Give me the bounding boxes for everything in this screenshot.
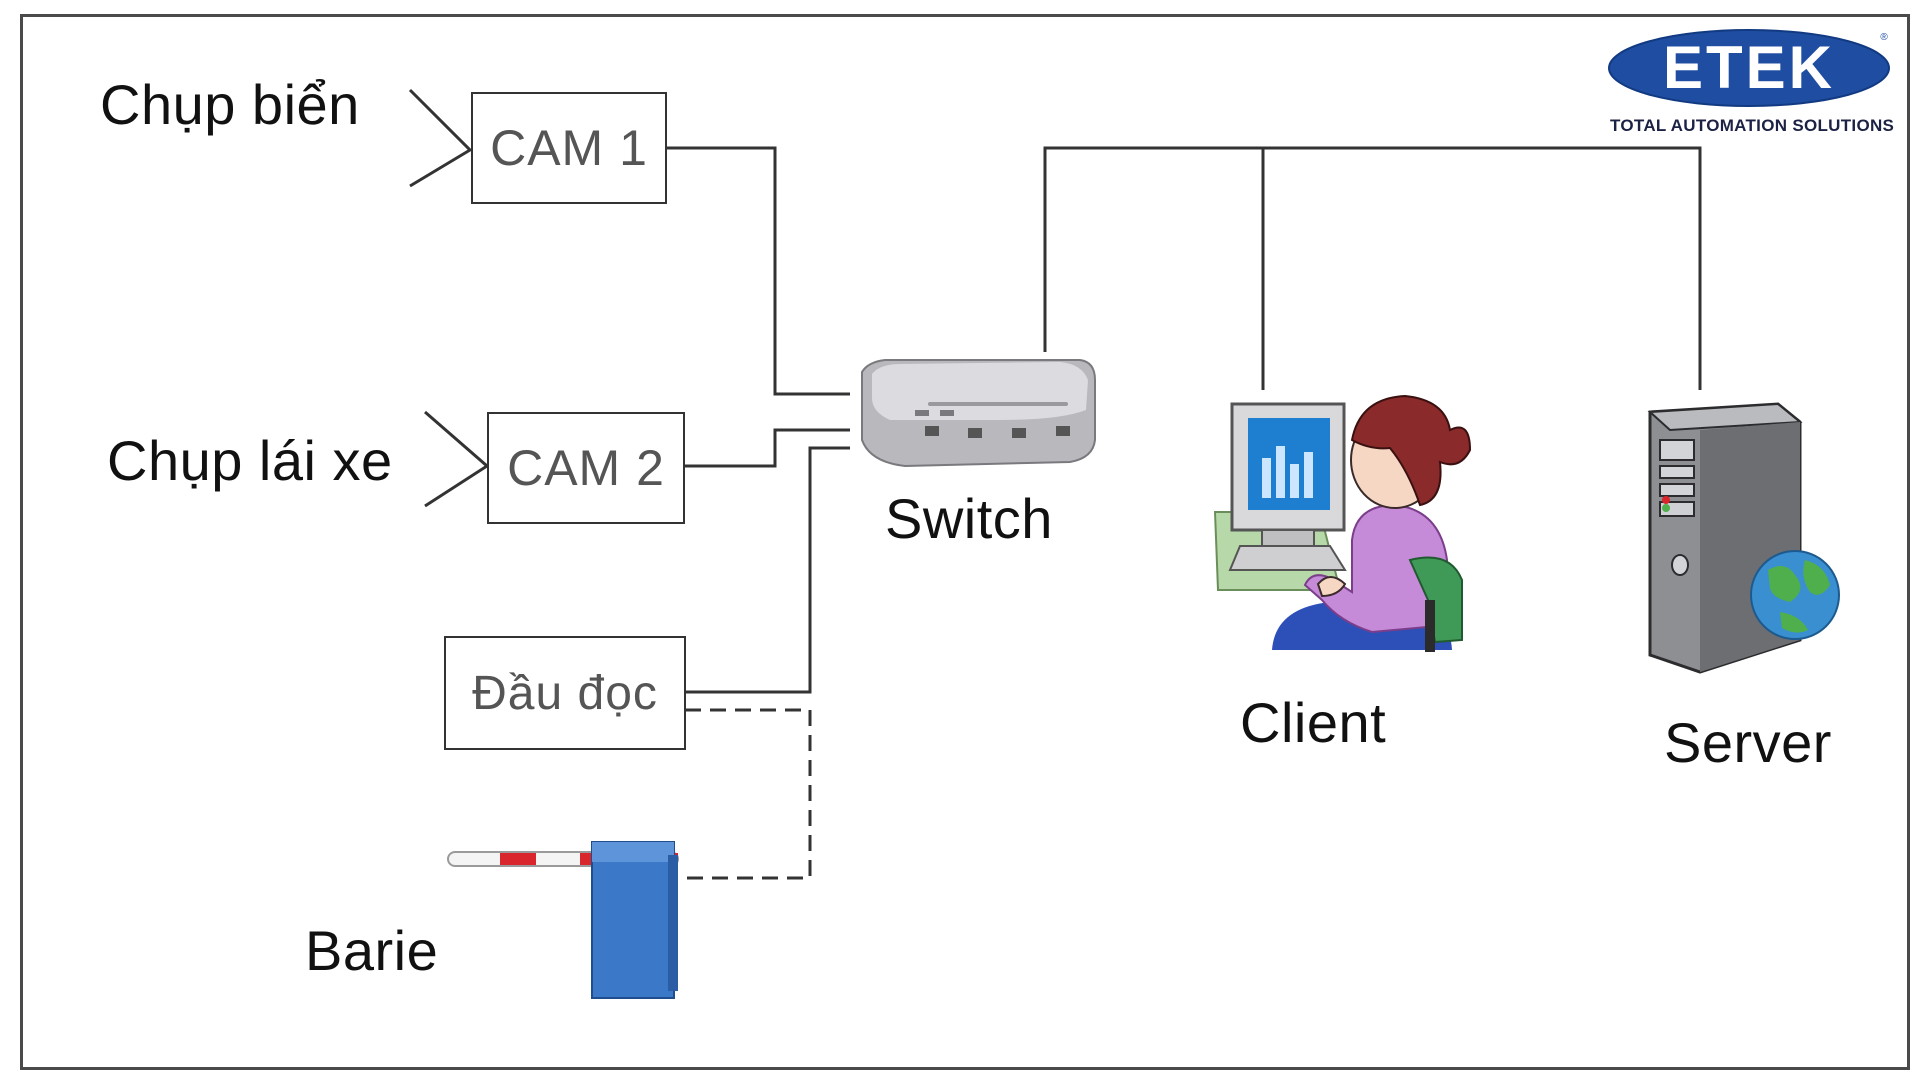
- reader-to-barrier-dashed-line: [670, 708, 812, 880]
- cam1-label: CAM 1: [490, 120, 648, 176]
- barrier-gate-icon: [447, 841, 679, 999]
- barrier-label: Barie: [305, 919, 439, 982]
- switch-label: Switch: [885, 487, 1053, 550]
- cam2-capture-arrow: [424, 410, 490, 508]
- cam2-box: CAM 2: [487, 412, 685, 524]
- logo-wordmark: ETEK: [1663, 34, 1835, 101]
- brand-tagline: TOTAL AUTOMATION SOLUTIONS: [1610, 116, 1895, 135]
- reader-box: Đầu đọc: [444, 636, 686, 750]
- cam2-label: CAM 2: [507, 440, 665, 496]
- cam1-caption: Chụp biển: [100, 73, 360, 136]
- diagram-frame: [20, 14, 1910, 1070]
- reader-to-switch-line: [685, 446, 850, 694]
- cam1-capture-arrow: [408, 88, 473, 188]
- cam2-caption: Chụp lái xe: [107, 429, 393, 492]
- etek-logo: ETEK ®: [1608, 29, 1890, 107]
- reader-label: Đầu đọc: [472, 666, 658, 720]
- server-tower-icon: [1647, 402, 1840, 674]
- cam2-to-switch-line: [685, 428, 850, 468]
- registered-mark: ®: [1880, 32, 1888, 43]
- client-workstation-icon: [1213, 394, 1472, 652]
- switch-device-icon: [861, 359, 1096, 468]
- cam1-box: CAM 1: [471, 92, 667, 204]
- switch-to-network-line: [1043, 146, 1702, 390]
- connection-lines: [666, 146, 1702, 694]
- server-label: Server: [1664, 711, 1832, 774]
- client-label: Client: [1240, 691, 1387, 754]
- cam1-to-switch-line: [666, 146, 850, 396]
